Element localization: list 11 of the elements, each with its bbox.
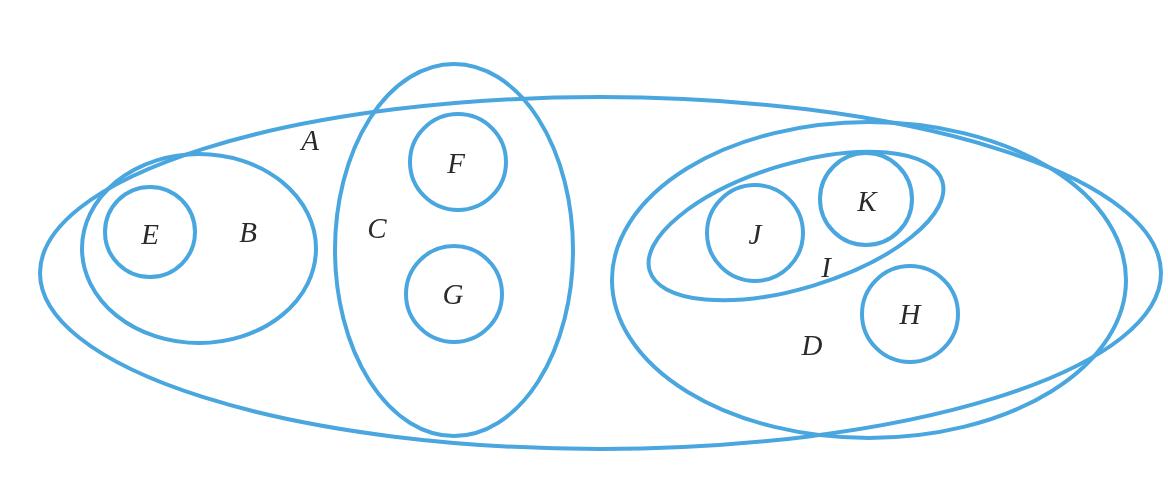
set-label: K [857,186,877,216]
set-label: G [442,279,464,309]
set-label: B [239,217,257,247]
set-label: H [899,299,921,329]
set-label: E [141,219,159,249]
set-label: D [801,330,823,360]
set-label: C [367,213,387,243]
set-label: I [821,252,831,282]
set-label: F [447,148,465,178]
set-label: A [301,125,319,155]
set-label: J [748,219,762,249]
